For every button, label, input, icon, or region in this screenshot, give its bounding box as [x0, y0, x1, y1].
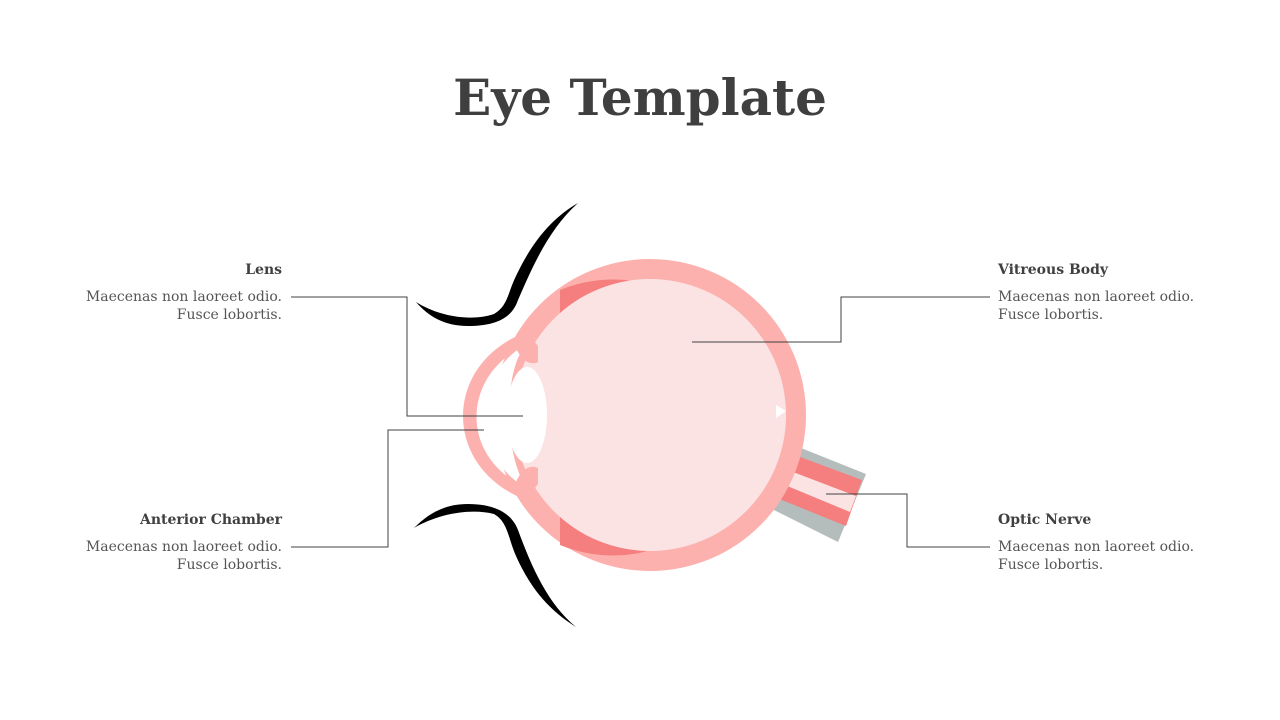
anterior-chamber-leader-line	[291, 429, 484, 548]
optic-nerve-leader-line	[826, 493, 990, 548]
upper-eyelid	[416, 203, 578, 326]
page-title: Eye Template	[453, 68, 827, 127]
lower-eyelid	[414, 504, 576, 627]
label-optic-nerve-heading: Optic Nerve	[998, 512, 1092, 528]
lens	[507, 367, 547, 463]
label-vitreous-body: Vitreous Body Maecenas non laoreet odio.…	[998, 262, 1218, 324]
label-anterior-chamber-heading: Anterior Chamber	[140, 512, 282, 528]
label-optic-nerve-text: Maecenas non laoreet odio. Fusce loborti…	[998, 539, 1195, 573]
vitreous-body-leader-line	[692, 296, 990, 343]
label-lens-heading: Lens	[245, 262, 282, 278]
label-anterior-chamber-text: Maecenas non laoreet odio. Fusce loborti…	[85, 539, 282, 573]
label-optic-nerve: Optic Nerve Maecenas non laoreet odio. F…	[998, 512, 1218, 574]
vitreous-body	[514, 279, 786, 551]
label-vitreous-body-heading: Vitreous Body	[998, 262, 1109, 278]
iris-lower	[516, 466, 538, 493]
lens-leader-line	[291, 296, 523, 417]
cornea	[463, 330, 532, 502]
label-lens: Lens Maecenas non laoreet odio. Fusce lo…	[62, 262, 282, 324]
label-lens-text: Maecenas non laoreet odio. Fusce loborti…	[85, 289, 282, 323]
iris-upper	[516, 337, 538, 364]
label-vitreous-body-text: Maecenas non laoreet odio. Fusce loborti…	[998, 289, 1195, 323]
fovea-notch	[776, 405, 786, 418]
label-anterior-chamber: Anterior Chamber Maecenas non laoreet od…	[62, 512, 282, 574]
